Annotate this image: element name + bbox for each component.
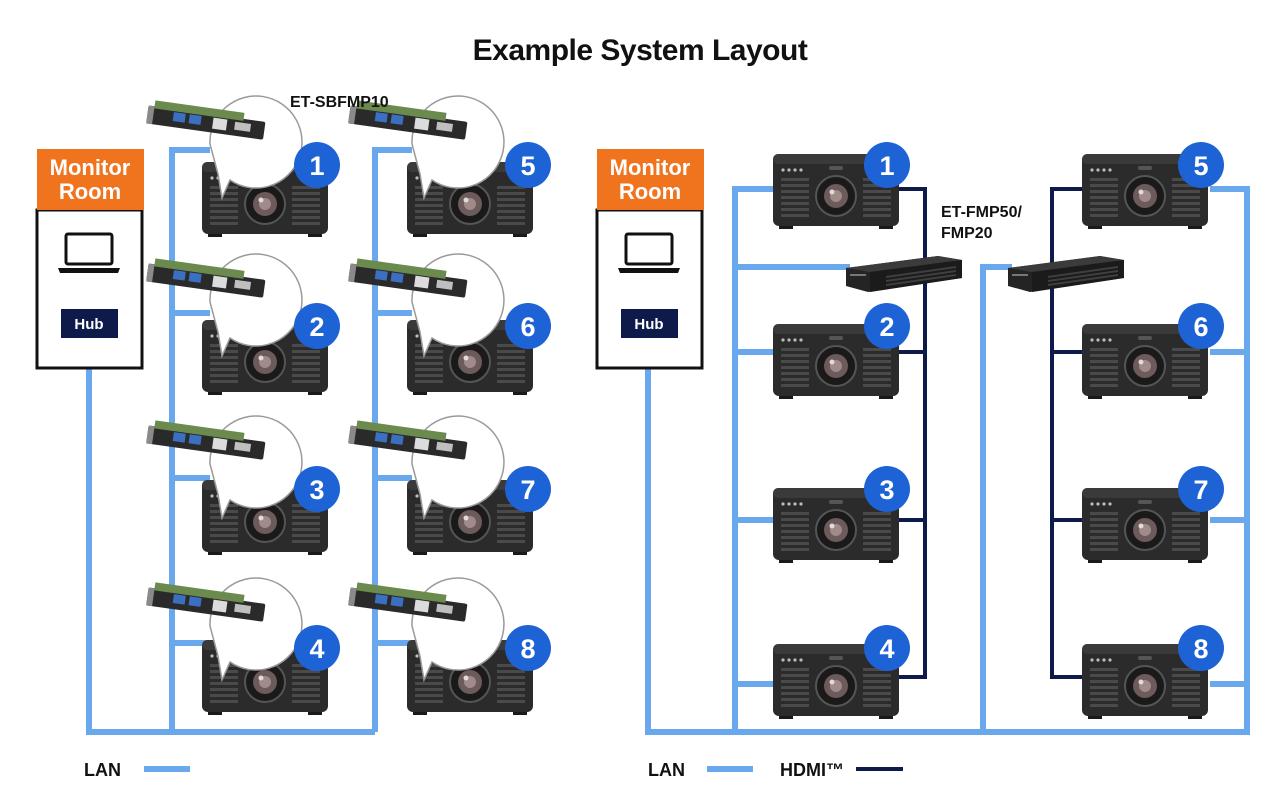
svg-text:1: 1 [879, 151, 894, 181]
right-badge-4: 4 [864, 625, 910, 671]
svg-text:3: 3 [309, 475, 324, 505]
left-laptop-icon [58, 232, 120, 273]
left-monitor-room-label-2: Room [59, 179, 121, 204]
left-layout: Monitor Room Hub [35, 94, 551, 780]
right-badge-5: 5 [1178, 142, 1224, 188]
right-fmp-box-left [846, 256, 962, 292]
svg-text:6: 6 [1193, 312, 1208, 342]
right-badge-2: 2 [864, 303, 910, 349]
left-badge-1: 1 [294, 142, 340, 188]
svg-text:8: 8 [1193, 634, 1208, 664]
left-lan-cables [86, 147, 412, 735]
left-badge-3: 3 [294, 466, 340, 512]
left-monitor-room: Monitor Room Hub [35, 149, 144, 370]
left-hub-label: Hub [74, 316, 103, 333]
right-box-label-2: FMP20 [941, 225, 993, 242]
right-badge-3: 3 [864, 466, 910, 512]
svg-text:8: 8 [520, 634, 535, 664]
right-laptop-icon [618, 232, 680, 273]
left-badge-2: 2 [294, 303, 340, 349]
left-badge-6: 6 [505, 303, 551, 349]
right-monitor-room: Monitor Room Hub [595, 149, 704, 370]
svg-text:5: 5 [1193, 151, 1208, 181]
svg-text:4: 4 [879, 634, 894, 664]
right-badge-1: 1 [864, 142, 910, 188]
right-fmp-box-right [1008, 256, 1124, 292]
right-legend-hdmi-label: HDMI™ [780, 760, 844, 780]
right-badge-6: 6 [1178, 303, 1224, 349]
left-legend-lan-label: LAN [84, 760, 121, 780]
right-lan-cables [645, 186, 1250, 735]
left-badge-5: 5 [505, 142, 551, 188]
right-hdmi-cables [895, 187, 1088, 679]
left-badge-7: 7 [505, 466, 551, 512]
svg-text:3: 3 [879, 475, 894, 505]
left-badge-8: 8 [505, 625, 551, 671]
svg-text:6: 6 [520, 312, 535, 342]
right-legend: LAN HDMI™ [648, 760, 903, 780]
left-legend: LAN [84, 760, 190, 780]
svg-text:5: 5 [520, 151, 535, 181]
left-monitor-room-label-1: Monitor [50, 155, 131, 180]
right-monitor-room-label-1: Monitor [610, 155, 691, 180]
right-badge-8: 8 [1178, 625, 1224, 671]
right-hub-label: Hub [634, 316, 663, 333]
right-box-label-1: ET-FMP50/ [941, 204, 1022, 221]
left-badge-4: 4 [294, 625, 340, 671]
right-layout: Monitor Room Hub 1 2 [595, 142, 1250, 780]
right-legend-lan-label: LAN [648, 760, 685, 780]
svg-text:2: 2 [879, 312, 894, 342]
svg-text:4: 4 [309, 634, 324, 664]
svg-text:7: 7 [520, 475, 535, 505]
svg-text:7: 7 [1193, 475, 1208, 505]
page-title: Example System Layout [473, 34, 808, 67]
right-monitor-room-label-2: Room [619, 179, 681, 204]
left-board-label: ET-SBFMP10 [290, 94, 389, 111]
right-badge-7: 7 [1178, 466, 1224, 512]
right-hub-box [621, 309, 678, 338]
svg-text:2: 2 [309, 312, 324, 342]
left-hub-box [61, 309, 118, 338]
svg-text:1: 1 [309, 151, 324, 181]
